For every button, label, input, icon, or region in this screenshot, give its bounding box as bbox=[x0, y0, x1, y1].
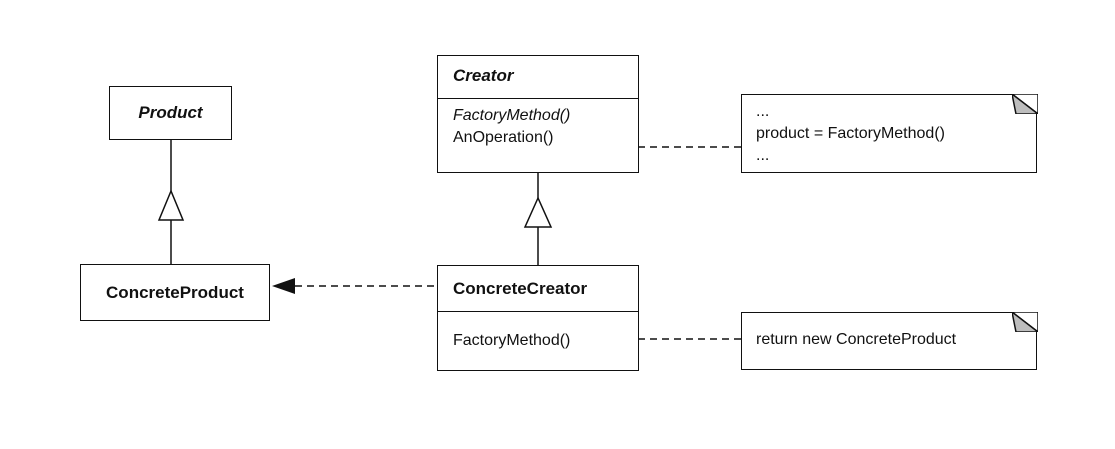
creator-class-name: Creator bbox=[453, 66, 514, 85]
creator-note-line: ... bbox=[756, 103, 770, 120]
concrete-product-class: ConcreteProduct bbox=[80, 264, 270, 321]
concrete-creator-note-line: return new ConcreteProduct bbox=[756, 331, 957, 348]
creator-note: ... product = FactoryMethod() ... bbox=[741, 93, 1038, 173]
concrete-creator-operation: FactoryMethod() bbox=[453, 332, 571, 349]
concrete-product-class-name: ConcreteProduct bbox=[106, 283, 244, 302]
creator-generalization-arrowhead bbox=[523, 196, 553, 228]
creator-note-line: product = FactoryMethod() bbox=[756, 125, 945, 142]
product-class-name: Product bbox=[138, 103, 203, 122]
note-fold-icon bbox=[1011, 311, 1038, 332]
creator-operation: FactoryMethod() bbox=[453, 107, 571, 124]
creator-operation: AnOperation() bbox=[453, 129, 554, 146]
creator-class: Creator FactoryMethod() AnOperation() bbox=[437, 55, 639, 173]
note-fold-icon bbox=[1011, 93, 1038, 114]
creator-note-line: ... bbox=[756, 147, 770, 164]
concrete-creator-class-name: ConcreteCreator bbox=[453, 279, 588, 298]
concrete-creator-note: return new ConcreteProduct bbox=[741, 311, 1038, 370]
product-generalization-arrowhead bbox=[157, 189, 185, 221]
creator-operations: FactoryMethod() AnOperation() bbox=[438, 98, 638, 172]
concrete-creator-operations: FactoryMethod() bbox=[438, 311, 638, 370]
product-class: Product bbox=[109, 86, 232, 140]
dependency-arrowhead bbox=[272, 278, 295, 294]
concrete-creator-class: ConcreteCreator FactoryMethod() bbox=[437, 265, 639, 371]
